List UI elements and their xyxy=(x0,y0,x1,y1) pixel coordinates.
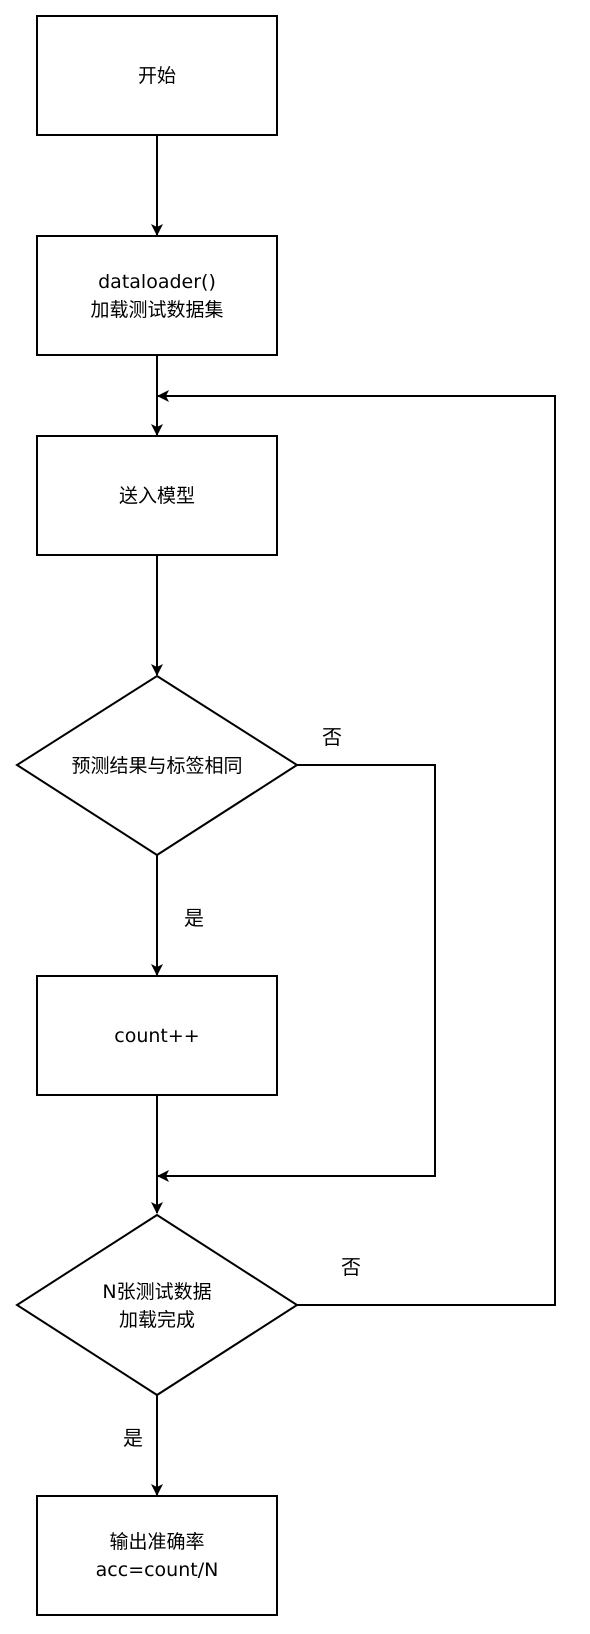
node-feed-label: 送入模型 xyxy=(119,485,195,507)
node-output-label-line2: acc=count/N xyxy=(96,1559,219,1581)
node-start-box xyxy=(36,15,278,136)
node-start-label: 开始 xyxy=(138,65,176,87)
edge-check-no-loop xyxy=(157,390,556,1306)
edge-label-check-yes: 是 xyxy=(123,1426,143,1450)
edge-compare-no-loop xyxy=(157,764,436,1182)
edge-label-compare-no: 否 xyxy=(322,725,342,749)
node-load-label-line2: 加载测试数据集 xyxy=(90,299,223,321)
node-output-box xyxy=(36,1495,278,1616)
node-check-diamond xyxy=(15,1213,299,1397)
node-check-label-line1: N张测试数据 xyxy=(102,1281,211,1303)
node-count-label: count++ xyxy=(114,1025,199,1047)
node-load-label-line1: dataloader() xyxy=(98,271,216,293)
node-feed-box xyxy=(36,435,278,556)
node-check-label-line2: 加载完成 xyxy=(119,1309,195,1331)
node-output-label-line1: 输出准确率 xyxy=(109,1531,204,1553)
node-compare-label: 预测结果与标签相同 xyxy=(71,755,242,777)
edge-label-compare-yes: 是 xyxy=(184,906,204,930)
edge-label-check-no: 否 xyxy=(341,1255,361,1279)
node-load-box xyxy=(36,235,278,356)
node-count-box xyxy=(36,975,278,1096)
node-compare-diamond xyxy=(15,674,299,857)
